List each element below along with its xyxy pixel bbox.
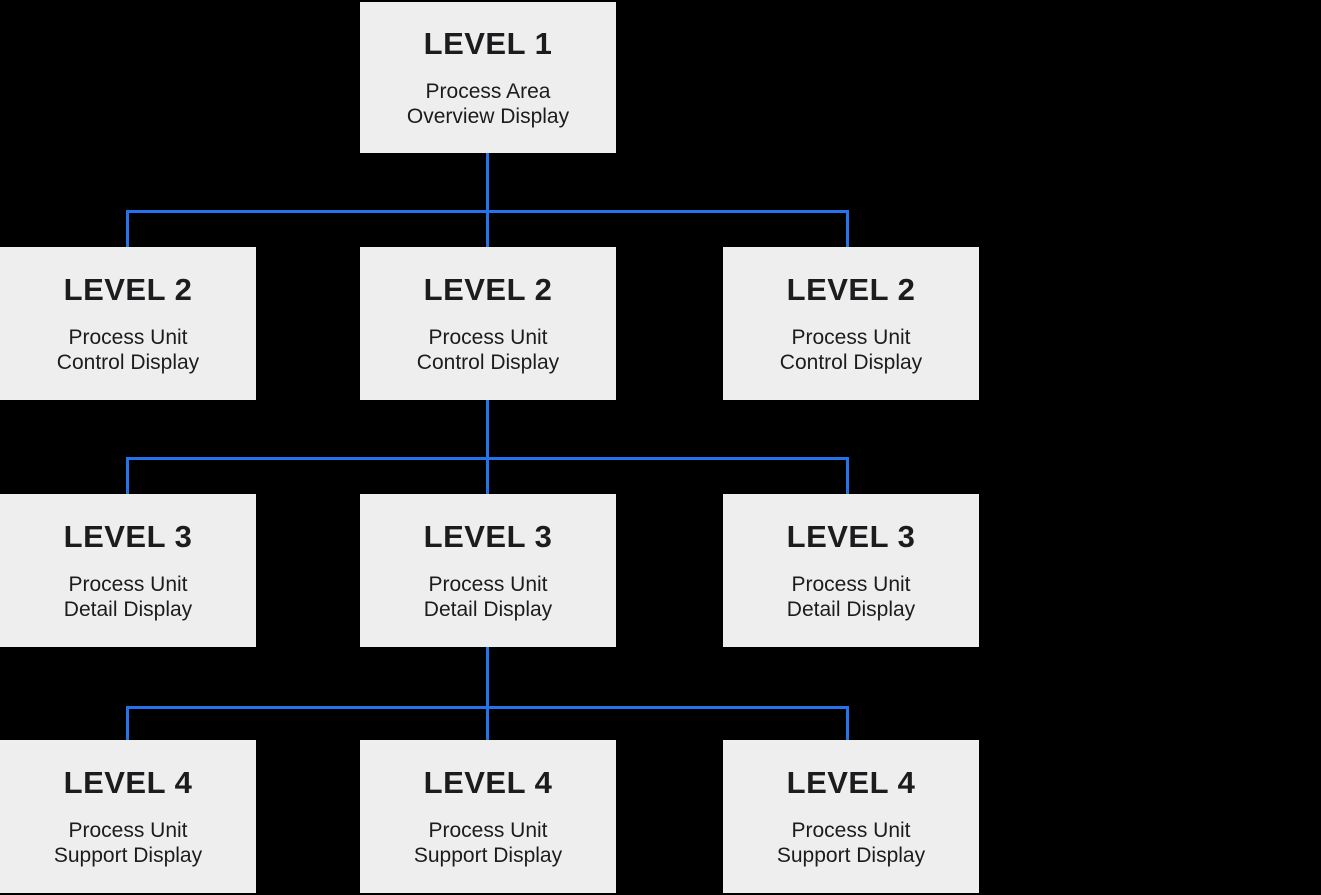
connector-drop-level4-right	[846, 706, 849, 740]
node-level4-left: LEVEL 4 Process Unit Support Display	[0, 740, 256, 893]
node-title: LEVEL 3	[423, 519, 553, 554]
node-level2-left: LEVEL 2 Process Unit Control Display	[0, 247, 256, 400]
connector-drop-level2-left	[126, 210, 129, 247]
connector-stem-level2-to-level3	[486, 400, 489, 494]
node-description: Process Unit Support Display	[413, 819, 563, 867]
connector-drop-level2-right	[846, 210, 849, 247]
node-level2-center: LEVEL 2 Process Unit Control Display	[360, 247, 616, 400]
node-title: LEVEL 2	[786, 272, 916, 307]
node-description: Process Unit Detail Display	[786, 573, 916, 621]
node-level2-right: LEVEL 2 Process Unit Control Display	[723, 247, 979, 400]
node-description: Process Unit Control Display	[56, 326, 200, 374]
node-description: Process Unit Detail Display	[63, 573, 193, 621]
node-title: LEVEL 1	[423, 26, 553, 61]
node-description: Process Unit Support Display	[776, 819, 926, 867]
node-level3-left: LEVEL 3 Process Unit Detail Display	[0, 494, 256, 647]
node-title: LEVEL 3	[786, 519, 916, 554]
node-description: Process Unit Control Display	[416, 326, 560, 374]
node-title: LEVEL 3	[63, 519, 193, 554]
node-title: LEVEL 2	[423, 272, 553, 307]
node-level4-center: LEVEL 4 Process Unit Support Display	[360, 740, 616, 893]
node-title: LEVEL 4	[63, 765, 193, 800]
connector-stem-level3-to-level4	[486, 647, 489, 740]
node-level3-center: LEVEL 3 Process Unit Detail Display	[360, 494, 616, 647]
node-description: Process Area Overview Display	[406, 80, 570, 128]
connector-drop-level4-left	[126, 706, 129, 740]
node-title: LEVEL 4	[423, 765, 553, 800]
node-description: Process Unit Support Display	[53, 819, 203, 867]
node-description: Process Unit Control Display	[779, 326, 923, 374]
connector-drop-level3-left	[126, 457, 129, 494]
node-level1-process-area-overview: LEVEL 1 Process Area Overview Display	[360, 2, 616, 153]
node-level4-right: LEVEL 4 Process Unit Support Display	[723, 740, 979, 893]
node-title: LEVEL 4	[786, 765, 916, 800]
node-level3-right: LEVEL 3 Process Unit Detail Display	[723, 494, 979, 647]
connector-stem-level1-to-level2	[486, 153, 489, 247]
connector-drop-level3-right	[846, 457, 849, 494]
node-description: Process Unit Detail Display	[423, 573, 553, 621]
node-title: LEVEL 2	[63, 272, 193, 307]
